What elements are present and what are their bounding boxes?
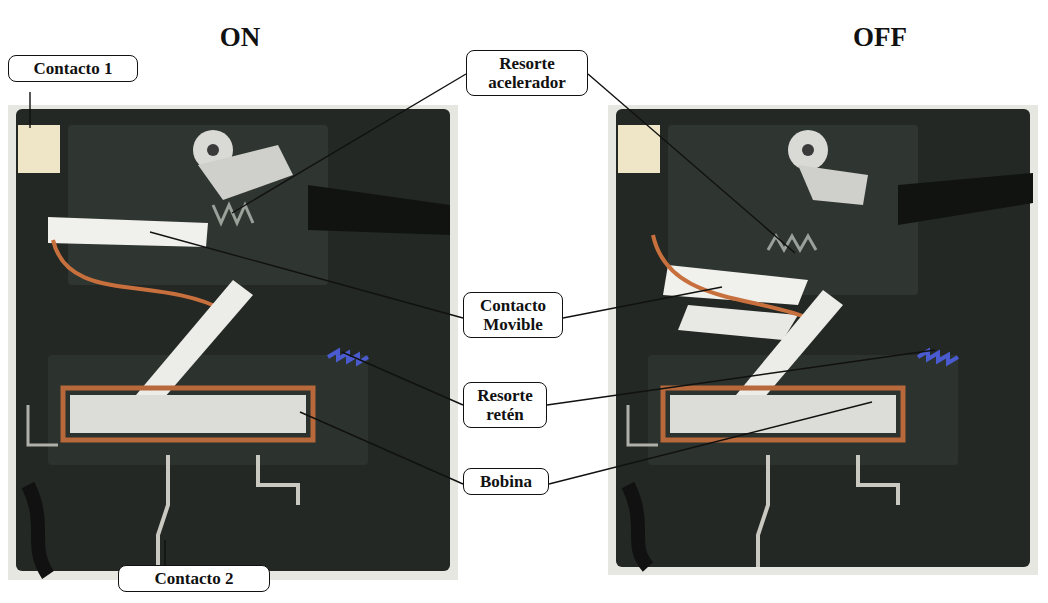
terminal-strip <box>758 455 768 567</box>
pivot-pin <box>207 144 219 156</box>
cavity <box>48 355 368 465</box>
breaker-off-photo <box>608 105 1038 575</box>
pivot-pin <box>802 144 814 156</box>
lever-arm <box>798 165 868 205</box>
part-label: Contacto 1 <box>8 55 138 82</box>
terminal-block <box>18 125 60 173</box>
part-label: Contacto 2 <box>118 565 270 592</box>
leader-line <box>547 350 935 405</box>
retaining-spring <box>918 351 958 363</box>
copper-braid <box>53 240 223 310</box>
metal-strip <box>858 455 898 505</box>
metal-strip <box>258 455 298 505</box>
coil-core <box>70 395 306 433</box>
part-label: Resorte retén <box>463 382 547 428</box>
leader-line <box>29 92 30 128</box>
leader-line <box>232 74 466 213</box>
handle <box>308 185 450 235</box>
state-heading: ON <box>220 22 261 52</box>
part-name: Bobina <box>480 472 532 491</box>
accelerator-spring <box>213 205 253 223</box>
housing <box>616 109 1030 567</box>
cavity <box>68 125 328 285</box>
leader-line <box>588 74 795 253</box>
accelerator-spring <box>768 236 816 250</box>
wire-channel <box>28 485 48 575</box>
leader-line <box>342 352 463 405</box>
part-name: Resorte retén <box>470 386 540 424</box>
metal-strip <box>628 405 658 445</box>
part-name: Resorte acelerador <box>473 54 581 92</box>
leader-line <box>300 412 463 484</box>
leader-line <box>549 402 872 484</box>
coil-winding <box>63 388 313 440</box>
leader-line <box>150 232 463 318</box>
lever-arm <box>198 145 293 200</box>
leader-lines <box>30 74 935 565</box>
state-heading: OFF <box>853 22 907 52</box>
part-label: Bobina <box>463 468 549 495</box>
moving-contact <box>48 217 208 247</box>
photo-ground <box>608 105 1038 575</box>
leader-line <box>164 540 165 565</box>
terminal-strip <box>158 455 168 575</box>
part-name: Contacto 1 <box>34 59 113 78</box>
cavity <box>648 355 958 465</box>
coil-winding <box>663 388 903 440</box>
lever-pivot <box>788 130 828 170</box>
wire-channel <box>628 485 648 567</box>
leader-line <box>563 287 722 318</box>
photo-ground <box>8 105 458 580</box>
handle <box>898 173 1033 225</box>
part-name: Contacto Movible <box>470 296 556 334</box>
terminal-block <box>618 125 660 173</box>
housing <box>16 109 450 571</box>
part-label: Contacto Movible <box>463 292 563 338</box>
part-name: Contacto 2 <box>155 569 234 588</box>
part-label: Resorte acelerador <box>466 50 588 96</box>
metal-strip <box>28 405 58 445</box>
coil-core <box>670 395 896 433</box>
breaker-on-photo <box>8 105 458 580</box>
